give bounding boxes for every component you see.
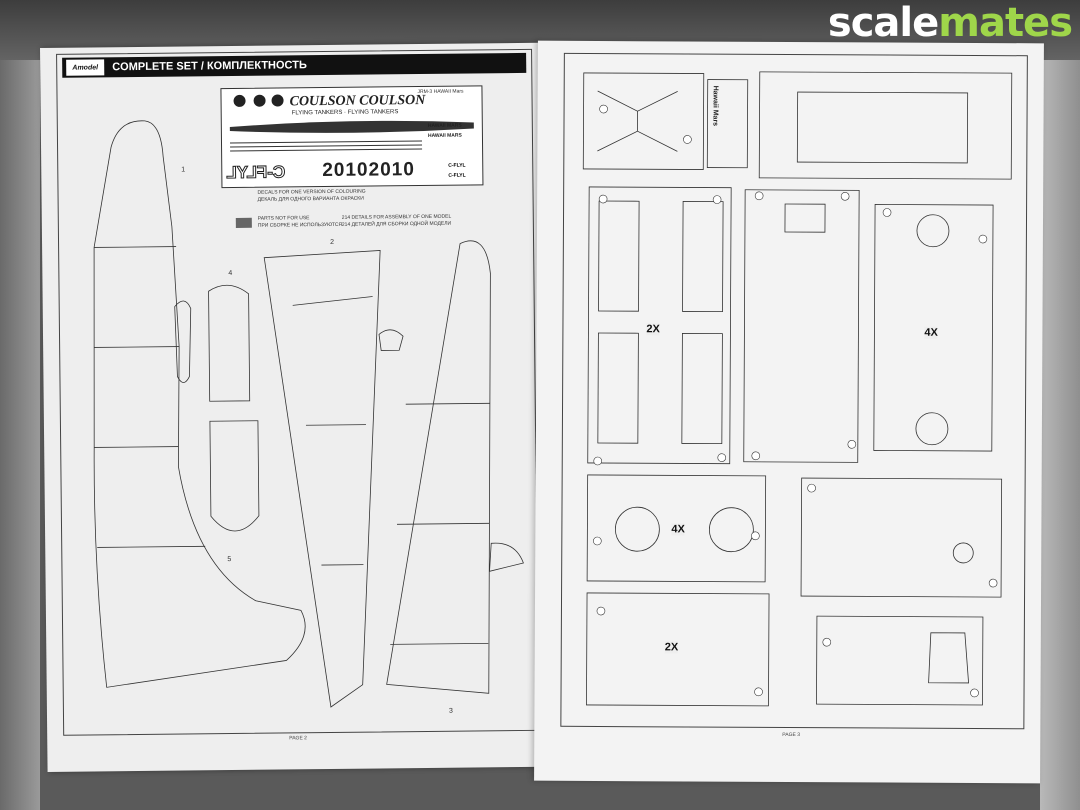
page-number-left: PAGE 2 <box>289 735 307 742</box>
page-number-right: PAGE 3 <box>782 731 801 739</box>
scalemates-watermark: scalemates <box>827 0 1073 46</box>
decal-sheet: JRM-3 HAWAII Mars COULSON COULSON FLYING… <box>220 85 484 189</box>
instruction-page-left: Amodel COMPLETE SET / КОМПЛЕКТНОСТЬ JRM-… <box>40 42 546 772</box>
part-number-1: 1 <box>181 166 186 174</box>
part-number-2: 2 <box>330 238 334 246</box>
background-left <box>0 60 40 810</box>
part-number-3: 3 <box>448 707 453 715</box>
instruction-page-right: Hawaii Mars 2X 4X 4X 2X PAGE 3 <box>534 40 1044 784</box>
part-number-4: 4 <box>228 269 233 278</box>
background-right <box>1040 60 1080 810</box>
decal-strip-text: Hawaii Mars <box>711 85 719 127</box>
multiplier-2x-b: 2X <box>664 641 679 654</box>
sprue-drawings <box>582 71 1013 707</box>
parts-drawing-left <box>93 120 524 708</box>
multiplier-4x-b: 4X <box>671 523 685 536</box>
decal-artwork <box>229 94 474 152</box>
multiplier-2x-a: 2X <box>646 323 660 336</box>
watermark-part2: mates <box>938 0 1073 46</box>
watermark-part1: scale <box>827 0 939 46</box>
multiplier-4x-a: 4X <box>924 326 938 339</box>
part-number-5: 5 <box>227 556 232 564</box>
